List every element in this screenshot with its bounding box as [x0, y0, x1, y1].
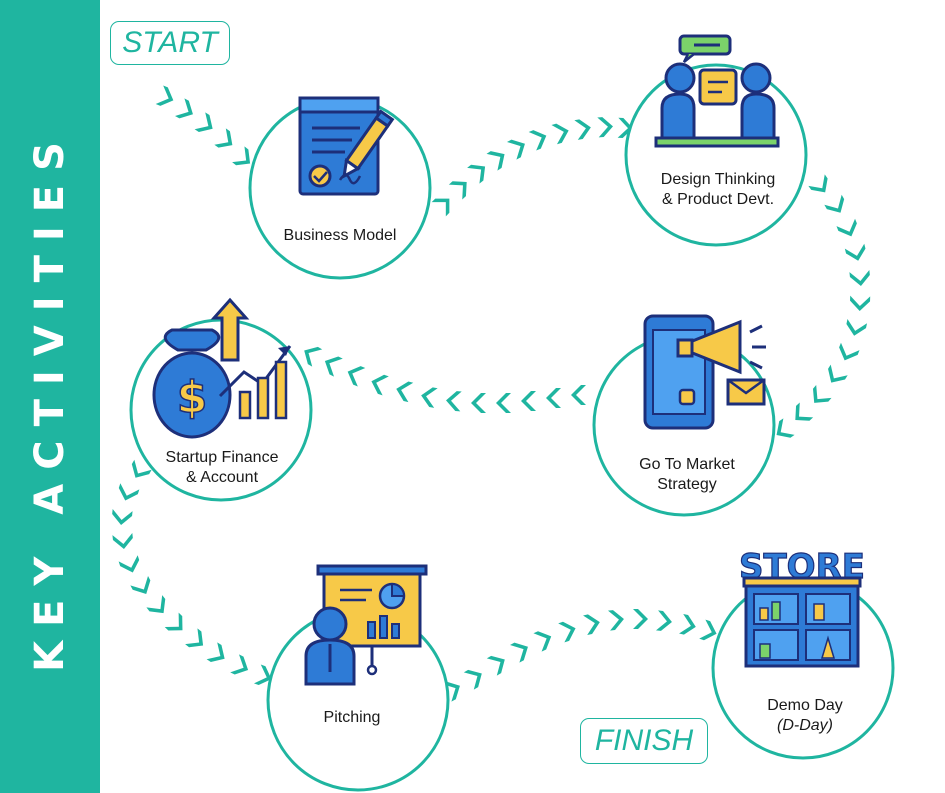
svg-text:$: $	[177, 372, 208, 423]
node-label-pitching: Pitching	[267, 708, 437, 728]
arrow-start-to-business	[155, 85, 257, 172]
mobile-marketing-megaphone-icon	[643, 314, 766, 430]
contract-document-icon	[298, 96, 395, 196]
node-label-line: Demo Day	[767, 697, 843, 714]
node-label-line: Business Model	[283, 227, 397, 244]
node-label-go-to-market: Go To Market Strategy	[602, 455, 772, 495]
node-label-design-thinking: Design Thinking & Product Devt.	[633, 170, 803, 210]
node-label-line-2: & Product Devt.	[661, 191, 775, 208]
sidebar: KEY ACTIVITIES	[0, 0, 100, 793]
node-label-demo-day: Demo Day (D-Day)	[720, 696, 890, 736]
discussion-people-icon	[654, 34, 780, 148]
presentation-board-icon	[304, 564, 428, 686]
store-icon: STORE	[738, 546, 866, 668]
node-label-line: Go To Market	[639, 456, 735, 473]
node-label-subtitle: (D-Day)	[777, 717, 833, 734]
arrow-market-to-finance	[299, 341, 586, 413]
start-tag: START	[110, 21, 230, 65]
money-bag-growth-icon: $	[152, 297, 292, 439]
arrow-design-to-market	[770, 174, 871, 444]
node-label-line-2: Strategy	[657, 476, 717, 493]
arrow-business-to-design	[431, 116, 634, 217]
node-label-line: Pitching	[323, 709, 381, 726]
node-label-business-model: Business Model	[255, 226, 425, 246]
node-label-line: Startup Finance	[165, 449, 279, 466]
node-label-line: Design Thinking	[660, 171, 776, 188]
arrow-pitching-to-demo	[442, 609, 720, 702]
node-label-line-2: & Account	[185, 469, 259, 486]
node-label-startup-finance: Startup Finance & Account	[137, 448, 307, 488]
finish-tag: FINISH	[580, 718, 708, 764]
